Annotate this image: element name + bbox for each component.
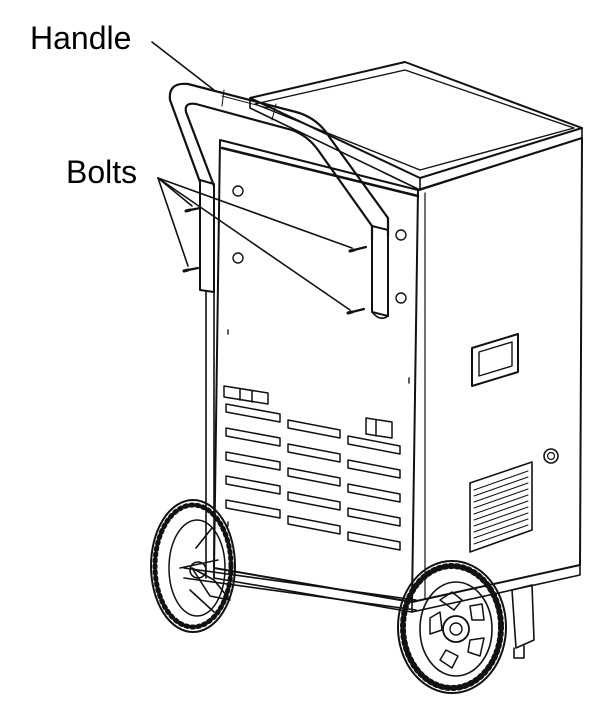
bolts-leader-line-2 bbox=[157, 177, 189, 267]
handle-label: Handle bbox=[30, 20, 132, 56]
handle bbox=[168, 82, 390, 601]
bolt-upper-right bbox=[352, 245, 368, 252]
cabinet bbox=[213, 61, 583, 659]
handle-leader-line bbox=[151, 41, 215, 91]
back-vent-louvres bbox=[223, 385, 401, 551]
bolts-label: Bolts bbox=[66, 154, 138, 190]
left-wheel bbox=[150, 499, 236, 633]
bolts-leader-line-3 bbox=[157, 177, 353, 249]
bolts-leader-line-4 bbox=[157, 177, 351, 311]
bolt-lower-left bbox=[186, 266, 200, 272]
leader-lines bbox=[151, 41, 353, 311]
right-wheel bbox=[397, 560, 507, 694]
bolts bbox=[182, 206, 368, 315]
bolt-upper-left bbox=[188, 206, 202, 212]
bolt-lower-right bbox=[350, 307, 366, 314]
axle bbox=[183, 567, 417, 611]
